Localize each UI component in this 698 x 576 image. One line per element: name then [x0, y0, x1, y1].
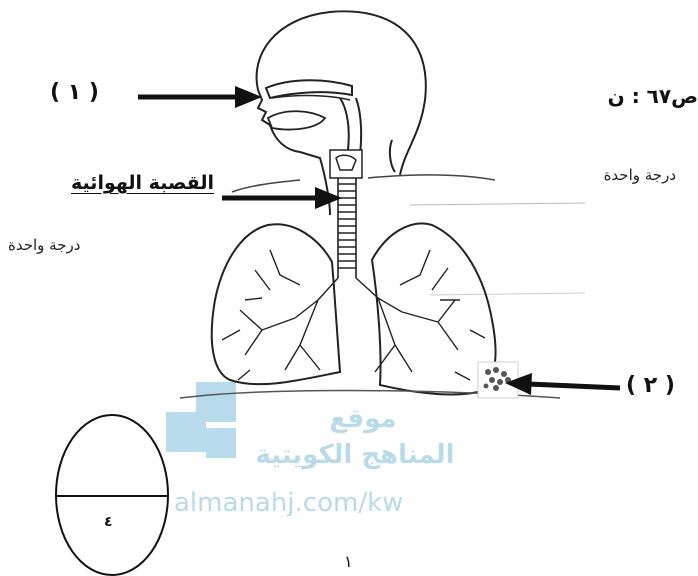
page-number: ١	[344, 552, 353, 571]
arrow-2-icon	[505, 373, 620, 395]
label-1: ( ١ )	[50, 80, 99, 105]
trachea-rings	[338, 178, 356, 278]
right-lung	[372, 223, 496, 394]
grade-left: درجة واحدة	[8, 236, 80, 254]
score-oval	[56, 415, 168, 575]
page-reference: ص٦٧ : ن	[608, 84, 698, 108]
trachea-label: القصبة الهوائية	[71, 172, 214, 194]
watermark-url: almanahj.com/kw	[174, 488, 403, 518]
watermark-title: المناهج الكويتية	[230, 440, 480, 470]
watermark-site-label: موقع	[318, 404, 408, 434]
score-oval-bottom: ٤	[104, 514, 113, 530]
left-lung	[212, 224, 340, 384]
arrow-trachea-icon	[222, 187, 342, 209]
grade-right: درجة واحدة	[604, 166, 676, 184]
label-2: ( ٢ )	[626, 373, 675, 398]
arrow-1-icon	[138, 86, 262, 108]
